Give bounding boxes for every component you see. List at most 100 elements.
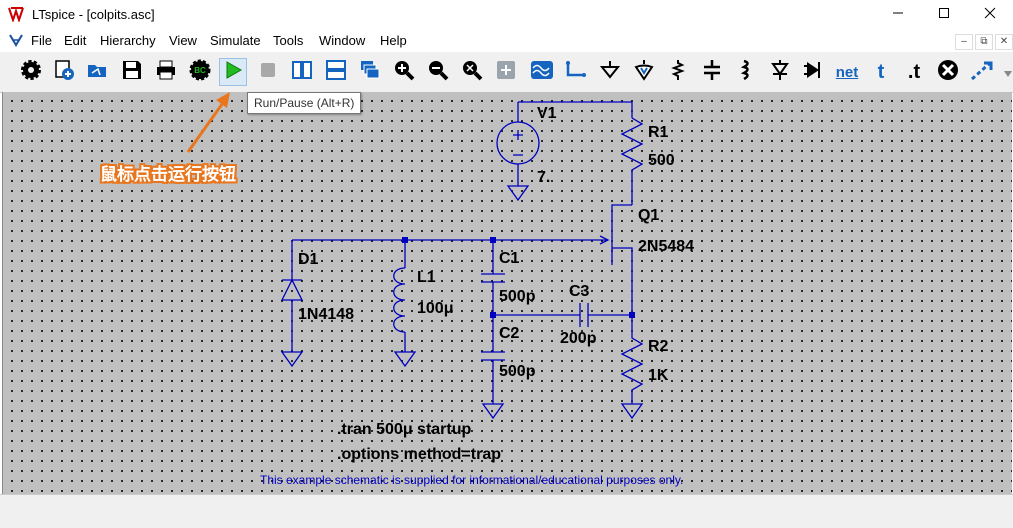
- stop-icon: [257, 59, 279, 86]
- menu-window[interactable]: Window: [319, 33, 366, 48]
- delete-icon: [937, 59, 959, 86]
- duplicate-icon: [970, 59, 994, 86]
- q1-name[interactable]: Q1: [638, 207, 660, 224]
- duplicate-button[interactable]: [968, 58, 996, 86]
- capacitor-button[interactable]: [698, 58, 726, 86]
- maximize-button[interactable]: [921, 0, 967, 30]
- menu-view[interactable]: View: [169, 33, 197, 48]
- open-button[interactable]: [84, 58, 112, 86]
- save-icon: [121, 59, 143, 86]
- tile-horizontal-button[interactable]: [322, 58, 350, 86]
- c3-value[interactable]: 200p: [560, 330, 597, 347]
- capacitor-icon: [701, 59, 723, 86]
- l1-name[interactable]: L1: [417, 269, 436, 286]
- c2-value[interactable]: 500p: [499, 363, 536, 380]
- r2-value[interactable]: 1K: [648, 367, 669, 384]
- delete-button[interactable]: [934, 58, 962, 86]
- c2-name[interactable]: C2: [499, 325, 520, 342]
- menu-edit[interactable]: Edit: [64, 33, 87, 48]
- mdi-minimize-button[interactable]: –: [955, 34, 973, 50]
- minimize-icon: [892, 6, 904, 24]
- wire-icon: [565, 59, 587, 86]
- r1-name[interactable]: R1: [648, 124, 669, 141]
- menu-file[interactable]: File: [31, 33, 52, 48]
- tran-directive[interactable]: .tran 500μ startup: [337, 421, 472, 438]
- c3-name[interactable]: C3: [569, 283, 590, 300]
- cascade-button[interactable]: [356, 58, 384, 86]
- pan-icon: [495, 59, 517, 86]
- printer-icon: [155, 59, 177, 86]
- run-button[interactable]: [219, 58, 247, 86]
- component-icon: [803, 59, 825, 86]
- zoom-fit-button[interactable]: [458, 58, 486, 86]
- resistor-button[interactable]: [664, 58, 692, 86]
- chip-icon: BC: [188, 59, 212, 86]
- menu-bar: File Edit Hierarchy View Simulate Tools …: [0, 30, 1013, 52]
- print-button[interactable]: [152, 58, 180, 86]
- inductor-button[interactable]: [732, 58, 760, 86]
- new-schematic-icon: [53, 59, 75, 86]
- wire-button[interactable]: [562, 58, 590, 86]
- new-schematic-button[interactable]: [50, 58, 78, 86]
- zoom-in-button[interactable]: [390, 58, 418, 86]
- c1-name[interactable]: C1: [499, 250, 520, 267]
- control-panel-button[interactable]: BC: [186, 58, 214, 86]
- status-bar: [0, 494, 1013, 528]
- tile-horizontal-icon: [325, 59, 347, 86]
- zoom-out-button[interactable]: [424, 58, 452, 86]
- callout-text: 鼠标点击运行按钮: [100, 165, 236, 184]
- disclaimer-text: This example schematic is supplied for i…: [260, 473, 684, 487]
- pan-button[interactable]: [492, 58, 520, 86]
- text-tool-label: t: [877, 60, 885, 83]
- toolbar-overflow-icon[interactable]: [1004, 66, 1012, 84]
- menu-hierarchy[interactable]: Hierarchy: [100, 33, 156, 48]
- ltspice-logo-icon: [8, 6, 26, 27]
- spice-net-button[interactable]: net: [833, 58, 861, 86]
- label-net-button[interactable]: [630, 58, 658, 86]
- mdi-restore-button[interactable]: ⧉: [975, 34, 993, 50]
- save-button[interactable]: [118, 58, 146, 86]
- svg-text:BC: BC: [194, 66, 206, 75]
- d1-name[interactable]: D1: [298, 251, 319, 268]
- waveform-button[interactable]: [528, 58, 556, 86]
- settings-button[interactable]: [17, 58, 45, 86]
- menu-tools[interactable]: Tools: [273, 33, 304, 48]
- window-title: LTspice - [colpits.asc]: [32, 7, 155, 22]
- folder-open-icon: [86, 59, 110, 86]
- component-button[interactable]: [800, 58, 828, 86]
- d1-value[interactable]: 1N4148: [298, 306, 355, 323]
- r2-name[interactable]: R2: [648, 338, 669, 355]
- halt-button[interactable]: [254, 58, 282, 86]
- close-button[interactable]: [967, 0, 1013, 30]
- diode-icon: [769, 59, 791, 86]
- maximize-icon: [938, 6, 950, 24]
- tile-vertical-button[interactable]: [288, 58, 316, 86]
- close-icon: [984, 6, 996, 24]
- mdi-close-button[interactable]: ✕: [995, 34, 1013, 50]
- v1-value[interactable]: 7.: [537, 169, 551, 186]
- minimize-button[interactable]: [875, 0, 921, 30]
- r1-value[interactable]: 500: [648, 152, 675, 169]
- menu-simulate[interactable]: Simulate: [210, 33, 261, 48]
- zoom-fit-icon: [461, 59, 483, 86]
- waveform-icon: [530, 59, 554, 86]
- resistor-icon: [667, 59, 689, 86]
- c1-value[interactable]: 500p: [499, 288, 536, 305]
- v1-name[interactable]: V1: [537, 105, 557, 122]
- ground-button[interactable]: [596, 58, 624, 86]
- run-tooltip: Run/Pause (Alt+R): [247, 92, 362, 114]
- tile-vertical-icon: [291, 59, 313, 86]
- zoom-in-icon: [393, 59, 415, 86]
- net-label-text: net: [835, 63, 859, 81]
- diode-button[interactable]: [766, 58, 794, 86]
- zoom-out-icon: [427, 59, 449, 86]
- ground-icon: [599, 59, 621, 86]
- l1-value[interactable]: 100μ: [417, 300, 454, 317]
- toolbar: BC: [0, 52, 1013, 93]
- options-directive[interactable]: .options method=trap: [337, 446, 501, 463]
- text-button[interactable]: t: [867, 58, 895, 86]
- q1-value[interactable]: 2N5484: [638, 238, 695, 255]
- cascade-icon: [359, 59, 381, 86]
- menu-help[interactable]: Help: [380, 33, 407, 48]
- spice-directive-button[interactable]: .t: [900, 58, 928, 86]
